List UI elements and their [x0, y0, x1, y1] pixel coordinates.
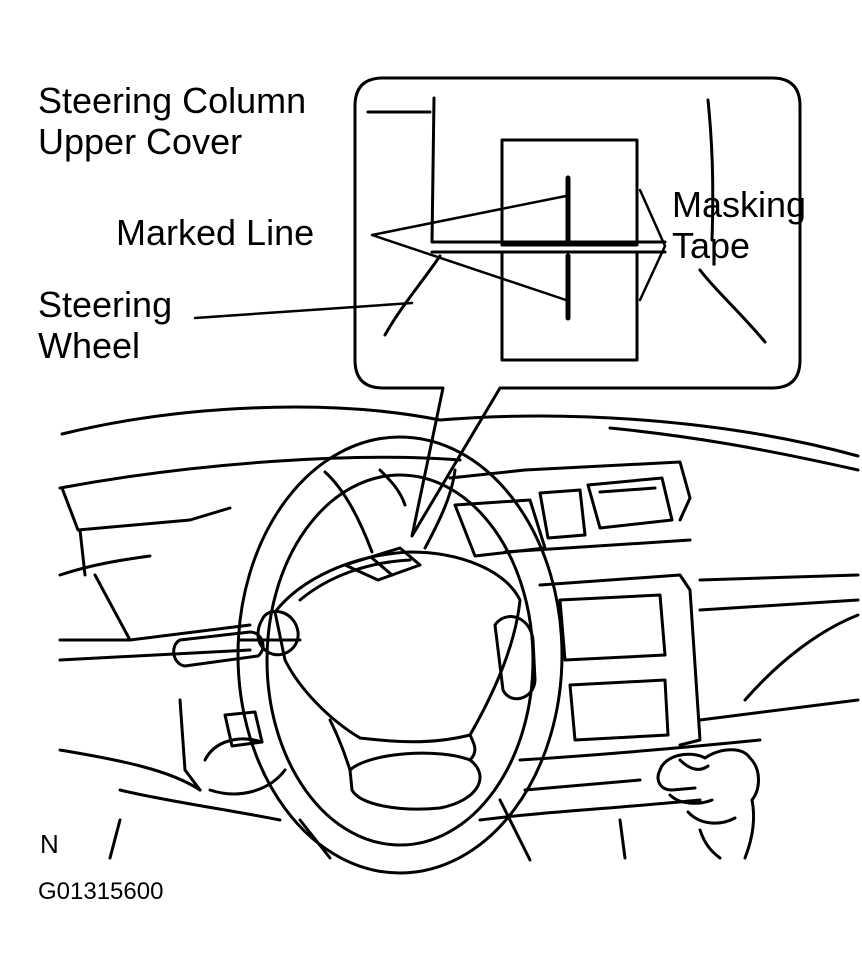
steering-wheel-leader	[193, 301, 414, 320]
closeup-detail	[366, 96, 767, 362]
masking-tape-label-line1: Masking	[672, 184, 807, 225]
figure-id-label: G01315600	[38, 878, 164, 905]
steering-column-label: Steering Column Upper Cover	[38, 80, 306, 163]
dashboard-illustration	[58, 405, 860, 862]
leader-lines	[193, 188, 667, 320]
masking-tape-leader	[638, 188, 667, 302]
masking-tape-label-line2: Tape	[672, 225, 751, 267]
callout-balloon	[353, 76, 802, 538]
steering-wheel-label-line2: Wheel	[38, 325, 141, 367]
steering-wheel-illustration	[236, 435, 564, 875]
steering-column-label-line1: Steering Column	[38, 80, 307, 121]
steering-wheel-label-line1: Steering	[38, 284, 173, 325]
marked-line-leader	[370, 194, 568, 302]
masking-tape-label: Masking Tape	[672, 184, 806, 267]
marked-line-label: Marked Line	[116, 212, 315, 253]
masking-tape-lower	[500, 250, 639, 362]
steering-column-label-line2: Upper Cover	[38, 121, 243, 163]
view-code-label: N	[40, 829, 59, 859]
steering-wheel-label: Steering Wheel	[38, 284, 172, 367]
